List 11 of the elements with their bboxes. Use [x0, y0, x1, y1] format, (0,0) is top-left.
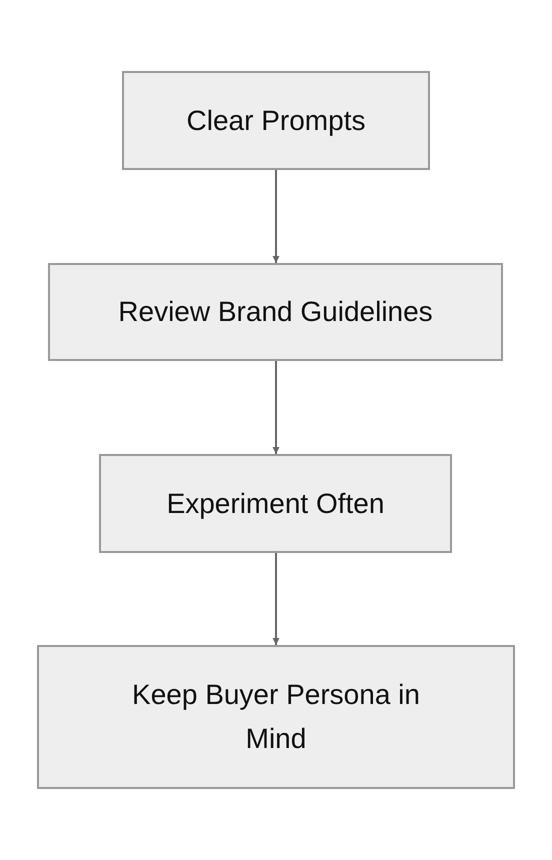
process-box — [99, 454, 452, 553]
step-label: Clear Prompts — [186, 104, 366, 138]
step-label: Review Brand Guidelines — [118, 295, 433, 329]
step-label: Experiment Often — [166, 486, 384, 521]
process-box — [122, 71, 430, 170]
step-label: Keep Buyer Persona in Mind — [131, 678, 421, 756]
process-box — [48, 263, 503, 361]
arrow — [272, 170, 280, 263]
arrow — [272, 553, 280, 645]
process-box — [37, 645, 515, 789]
arrow — [272, 361, 280, 454]
